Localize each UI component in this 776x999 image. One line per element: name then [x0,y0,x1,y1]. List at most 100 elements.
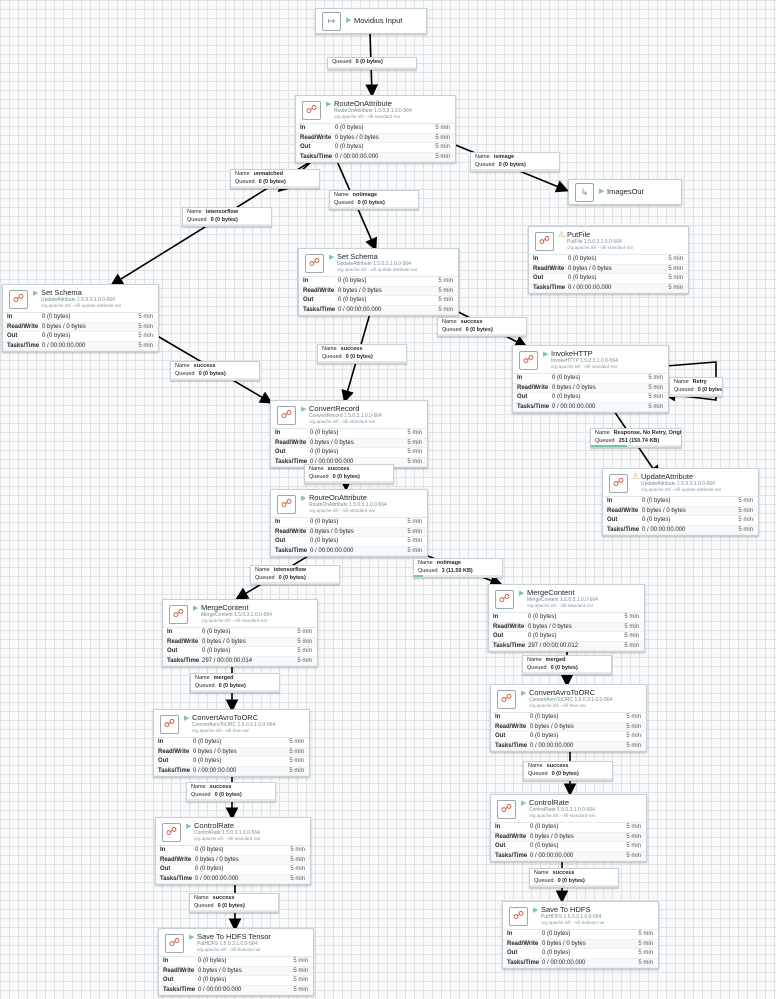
stat-window: 5 min [435,153,450,160]
queue-bar [171,378,259,380]
queued-value: 0 (0 bytes) [357,200,385,206]
processor-icon: ☍ [160,715,179,734]
play-icon: ▶ [326,101,332,108]
stat-value: 0 (0 bytes) [193,758,222,764]
connection-name-label: Name [175,363,190,369]
queue-fill [414,575,423,577]
stat-window: 5 min [624,623,639,630]
stat-label: In [507,931,513,937]
stat-value: 0 (0 bytes) [310,430,339,436]
stat-window: 5 min [290,866,305,872]
stat-window: 5 min [289,767,304,774]
stat-label: In [300,125,306,131]
queued-value: 251 (150.74 KB) [618,438,660,444]
input-port-movidius[interactable]: ↦ ▶ Movidius Input [315,8,427,34]
connection-name-label: Name [195,675,210,681]
connection-name: success [327,466,350,472]
queued-label: Queued [674,387,694,393]
stat-value: 0 / 00:00:00.000 [42,342,86,349]
stat-label: Out [163,977,174,983]
connection-name: success [460,319,483,325]
queued-value: 0 (0 bytes) [465,327,493,333]
processor-bundle: org.apache.nifi - nifi-standard-nar [334,114,401,119]
connection-name-label: Name [442,319,457,325]
stat-window: 5 min [407,528,422,535]
queue-bar [471,169,559,171]
stat-value: 0 (0 bytes) [530,843,559,849]
play-icon: ▶ [184,715,190,722]
processor-icon: ☍ [305,254,324,273]
queue-bar [414,575,502,577]
stat-window: 5 min [297,648,312,654]
output-port-images[interactable]: ↳ ▶ ImagesOut [568,179,682,205]
connection-name-label: Name [191,784,206,790]
queued-label: Queued [475,162,495,168]
processor-name: MergeContent [527,588,575,597]
stat-value: 0 (0 bytes) [195,847,224,853]
connection-name: success [193,363,216,369]
stat-label: In [303,278,309,284]
stat-label: Read/Write [495,723,527,730]
stat-value: 0 (0 bytes) [568,256,597,262]
stat-label: In [533,256,539,262]
stat-value: 0 bytes / 0 bytes [198,967,242,974]
stat-value: 297 / 00:00:00.014 [202,657,253,664]
connection-name: merged [213,675,234,681]
stat-label: Tasks/Time [163,986,196,993]
processor-type: PutHDFS 1.5.0.3.1.0.0-564 [541,914,602,920]
stat-value: 0 (0 bytes) [528,614,557,620]
stat-window: 5 min [648,375,663,381]
stat-window: 5 min [738,526,753,533]
stat-label: Tasks/Time [275,458,308,465]
stat-window: 5 min [626,852,641,859]
stat-value: 0 / 00:00:00.000 [198,986,242,993]
